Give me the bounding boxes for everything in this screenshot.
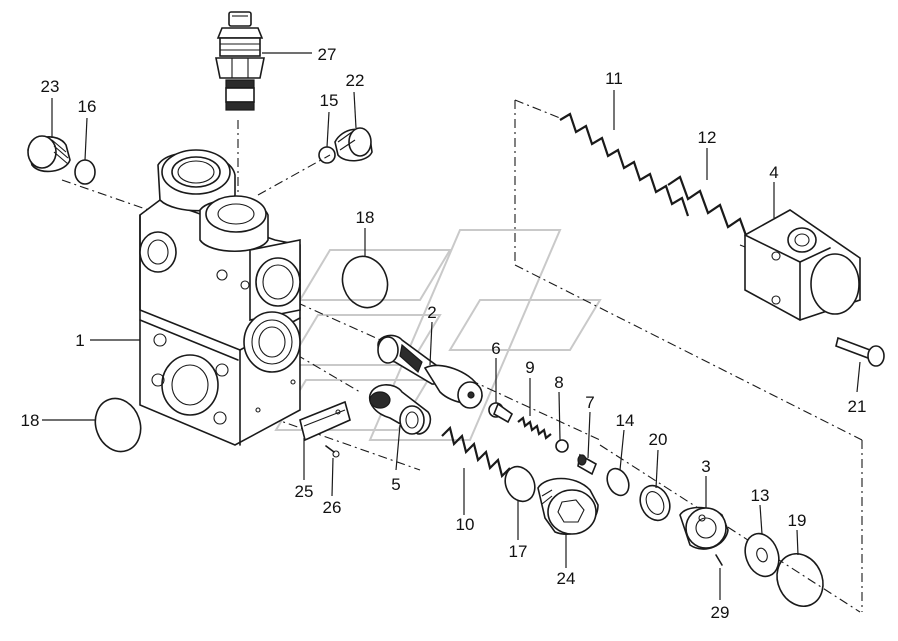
callout-3: 3 <box>701 457 710 476</box>
callout-12: 12 <box>698 128 717 147</box>
o-ring-14 <box>606 467 630 497</box>
cover-4 <box>744 209 861 321</box>
callout-4: 4 <box>769 163 778 182</box>
o-ring-18-top <box>341 255 389 309</box>
callout-27: 27 <box>318 45 337 64</box>
spring-9 <box>517 416 552 440</box>
callout-1: 1 <box>75 331 84 350</box>
backup-ring-20 <box>639 484 671 522</box>
callout-20: 20 <box>649 430 668 449</box>
o-ring-17 <box>504 465 536 503</box>
callout-23: 23 <box>41 77 60 96</box>
callout-17: 17 <box>509 542 528 561</box>
callout-29: 29 <box>711 603 730 622</box>
callout-5: 5 <box>391 475 400 494</box>
o-ring-19 <box>776 553 824 607</box>
callout-18-top: 18 <box>356 208 375 227</box>
callout-14: 14 <box>616 411 635 430</box>
washer-13 <box>744 532 780 578</box>
callout-15: 15 <box>320 91 339 110</box>
callout-labels: 27 23 16 15 22 18 1 18 2 5 10 6 9 8 7 17… <box>21 45 867 622</box>
callout-16: 16 <box>78 97 97 116</box>
pin-29 <box>715 554 723 566</box>
poppet-6 <box>488 402 514 424</box>
plug-22 <box>334 127 373 162</box>
callout-11: 11 <box>605 69 623 88</box>
callout-18-front: 18 <box>21 411 40 430</box>
callout-8: 8 <box>554 373 563 392</box>
callout-25: 25 <box>295 482 314 501</box>
o-ring-18-front <box>94 397 142 453</box>
plug-24 <box>537 477 599 535</box>
bolt-21 <box>835 336 885 367</box>
watermark-logo <box>274 229 602 441</box>
o-ring-15 <box>318 146 336 164</box>
callout-2: 2 <box>427 303 436 322</box>
sleeve-5 <box>368 384 432 435</box>
seat-7 <box>577 453 598 476</box>
callout-26: 26 <box>323 498 342 517</box>
spring-10 <box>441 425 511 479</box>
ball-8 <box>555 439 569 453</box>
plug-23 <box>27 135 71 173</box>
spool-2 <box>377 334 483 409</box>
plate-25 <box>299 400 351 442</box>
callout-9: 9 <box>525 358 534 377</box>
callout-6: 6 <box>491 339 500 358</box>
callout-19: 19 <box>788 511 807 530</box>
spring-11 <box>559 112 690 217</box>
callout-24: 24 <box>557 569 576 588</box>
o-ring-16 <box>74 159 96 185</box>
cap-3 <box>679 506 729 550</box>
spring-12 <box>667 175 761 243</box>
callout-13: 13 <box>751 486 770 505</box>
relief-valve-cartridge <box>215 11 265 111</box>
callout-22: 22 <box>346 71 365 90</box>
callout-21: 21 <box>848 397 867 416</box>
callout-7: 7 <box>585 393 594 412</box>
screw-26 <box>325 445 340 458</box>
callout-10: 10 <box>456 515 475 534</box>
leader-lines <box>42 52 861 600</box>
valve-body <box>139 149 301 446</box>
